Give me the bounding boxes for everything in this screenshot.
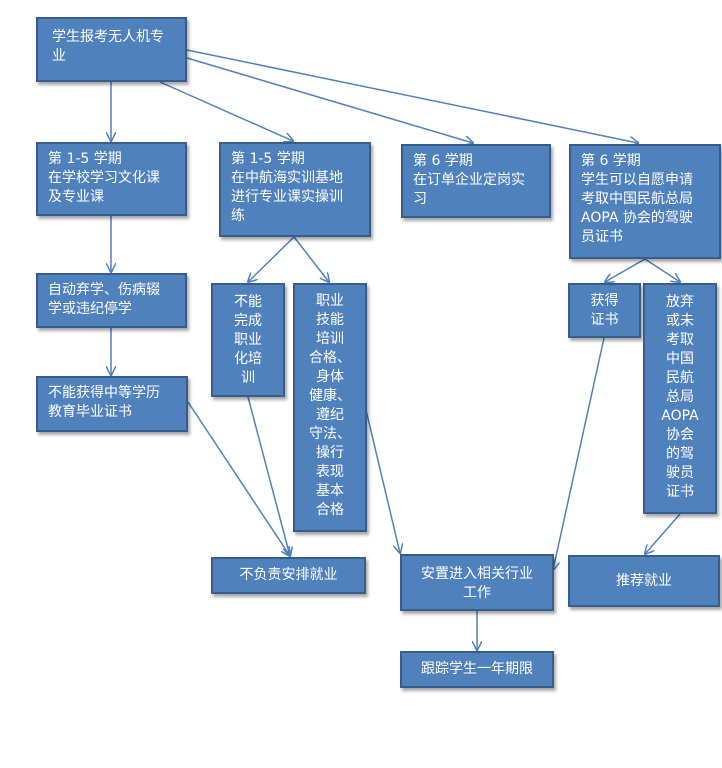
arrow-qualified-to-placement xyxy=(365,409,400,553)
arrow-nodiploma-to-nojob xyxy=(187,401,290,556)
node-no-job: 不负责安排就业 xyxy=(211,557,366,594)
arrow-aopa-to-getcert xyxy=(605,258,646,282)
node-dropout: 自动弃学、伤病辍 学或违纪停学 xyxy=(36,273,187,328)
node-placement: 安置进入相关行业 工作 xyxy=(400,554,554,611)
node-get-cert: 获得 证书 xyxy=(568,283,641,338)
arrow-base-to-notcomplete xyxy=(248,236,295,282)
node-recommend: 推荐就业 xyxy=(568,555,720,607)
arrow-notcomplete-to-nojob xyxy=(247,396,290,556)
arrow-root-to-base xyxy=(159,81,293,141)
node-follow-up: 跟踪学生一年期限 xyxy=(400,651,554,688)
node-base-training: 第 1-5 学期 在中航海实训基地 进行专业课实操训 练 xyxy=(219,142,371,237)
node-not-complete: 不能 完成 职业 化培 训 xyxy=(211,283,285,397)
arrow-aopa-to-giveup xyxy=(644,258,680,282)
arrow-root-to-aopa xyxy=(186,49,638,143)
node-give-up: 放弃 或未 考取 中国 民航 总局 AOPA 协会 的驾 驶员 证书 xyxy=(643,283,717,514)
node-aopa-optional: 第 6 学期 学生可以自愿申请 考取中国民航总局 AOPA 协会的驾驶 员证书 xyxy=(569,144,721,259)
node-root: 学生报考无人机专 业 xyxy=(36,17,187,82)
arrow-getcert-to-placement xyxy=(553,337,605,570)
node-qualified: 职业 技能 培训 合格、 身体 健康、 遵纪 守法、 操行 表现 基本 合格 xyxy=(293,283,367,532)
node-internship: 第 6 学期 在订单企业定岗实 习 xyxy=(401,144,551,218)
node-school-study: 第 1-5 学期 在学校学习文化课 及专业课 xyxy=(36,142,187,216)
arrow-root-to-internship xyxy=(186,57,473,143)
arrow-giveup-to-recommend xyxy=(645,513,681,554)
node-no-diploma: 不能获得中等学历 教育毕业证书 xyxy=(36,376,188,432)
arrow-base-to-qualified xyxy=(293,236,329,282)
